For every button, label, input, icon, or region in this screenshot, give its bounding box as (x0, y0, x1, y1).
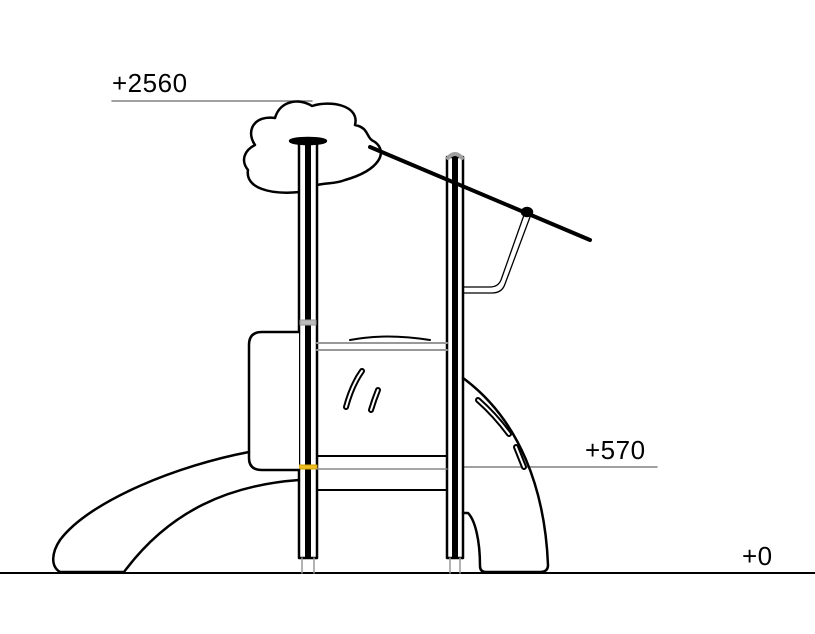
bar-clamp (520, 206, 534, 218)
support-brace (462, 214, 531, 294)
sloped-bar (368, 145, 592, 242)
right-slide (461, 376, 550, 574)
level-label-platform: +570 (585, 435, 646, 465)
level-label-top: +2560 (112, 68, 188, 98)
left-post (288, 136, 328, 574)
right-post (445, 152, 465, 574)
left-slide (52, 450, 301, 574)
level-label-ground: +0 (742, 541, 773, 571)
rail-curve (349, 335, 431, 341)
side-panel (247, 330, 301, 472)
top-rail (316, 342, 448, 351)
